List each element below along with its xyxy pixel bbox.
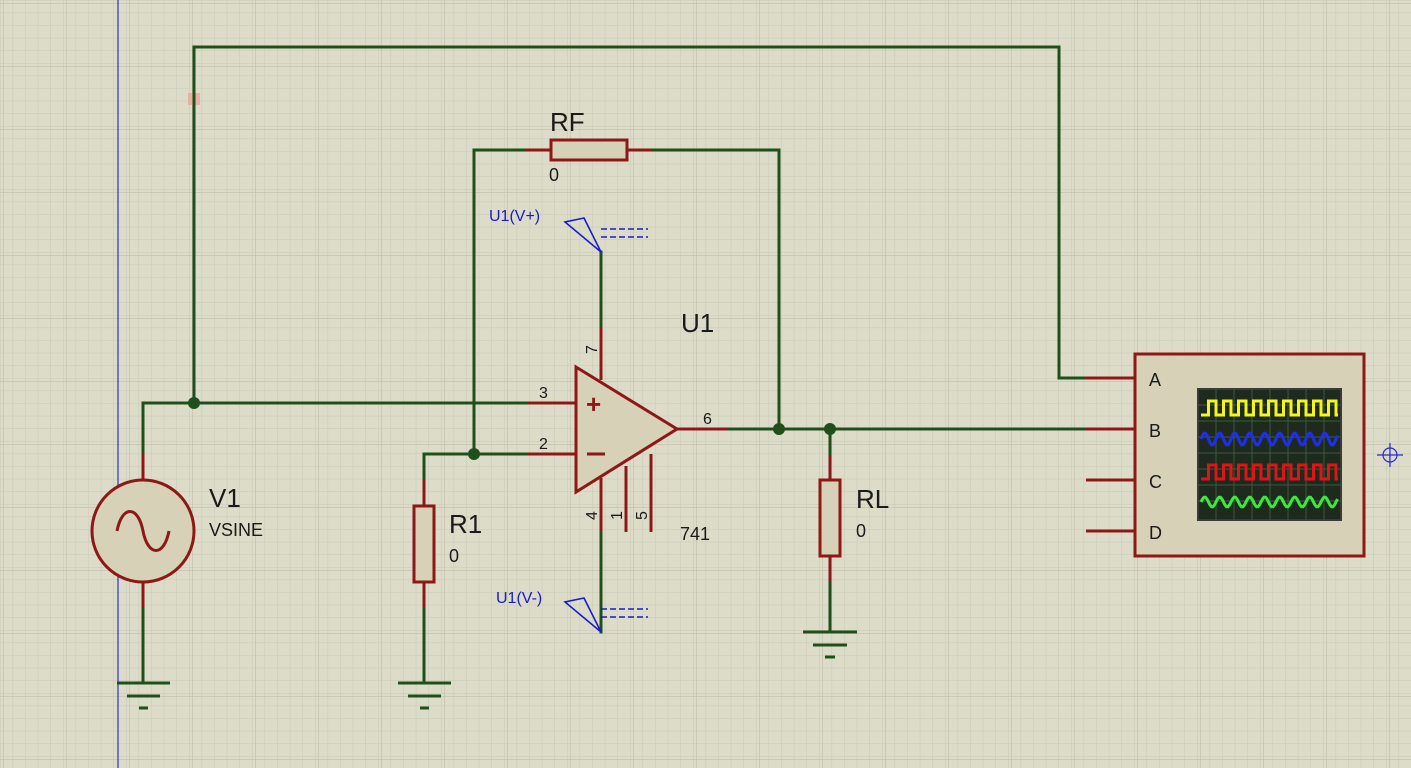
- junction-dot: [468, 448, 480, 460]
- probe-vplus[interactable]: U1(V+): [489, 208, 648, 253]
- pin-7-label: 7: [584, 345, 601, 354]
- scope-trace-blue: [1199, 431, 1339, 447]
- v1-name-label: V1: [209, 483, 241, 513]
- scope-trace-green: [1199, 495, 1339, 509]
- r1-name-label: R1: [449, 509, 482, 539]
- pin-2-label: 2: [539, 436, 548, 453]
- pin-4-label: 4: [584, 511, 601, 520]
- scope-channel-d-label: D: [1149, 523, 1162, 543]
- junctions: [188, 397, 836, 460]
- junction-dot: [188, 397, 200, 409]
- pin-3-label: 3: [539, 385, 548, 402]
- sine-wave-icon: [115, 510, 171, 552]
- resistor-rf[interactable]: RF 0: [526, 107, 652, 185]
- oscilloscope[interactable]: A B C D: [1086, 352, 1366, 558]
- pin-1-label: 1: [609, 511, 626, 520]
- scope-channel-c-label: C: [1149, 472, 1162, 492]
- scope-channel-a-label: A: [1149, 370, 1161, 390]
- u1-name-label: U1: [681, 308, 714, 338]
- u1-part-label: 741: [680, 524, 710, 544]
- sine-source-v1[interactable]: V1 VSINE: [90, 454, 263, 608]
- probe-vminus-label: U1(V-): [496, 590, 542, 607]
- rf-value-label: 0: [549, 165, 559, 185]
- r1-value-label: 0: [449, 546, 459, 566]
- junction-dot: [773, 423, 785, 435]
- wire-rf-left[interactable]: [472, 148, 528, 456]
- scope-trace-red: [1201, 463, 1338, 481]
- v1-type-label: VSINE: [209, 520, 263, 540]
- ground-symbol[interactable]: [117, 681, 170, 710]
- rf-name-label: RF: [550, 107, 585, 137]
- probe-vminus[interactable]: U1(V-): [496, 590, 648, 633]
- opamp-u1[interactable]: + U1 741 3 2 6 7 4 1 5: [527, 308, 728, 544]
- ground-symbol[interactable]: [803, 630, 857, 659]
- junction-dot: [824, 423, 836, 435]
- ground-symbol[interactable]: [398, 681, 451, 710]
- oscilloscope-screen-icon: [1197, 388, 1342, 521]
- rl-value-label: 0: [856, 521, 866, 541]
- wire-feedback-to-scope-a[interactable]: [192, 45, 1088, 405]
- wire-v1-to-noninverting[interactable]: [141, 401, 529, 456]
- scope-trace-yellow: [1201, 399, 1338, 417]
- wires: [141, 45, 1088, 685]
- resistor-rl[interactable]: RL 0: [818, 456, 889, 582]
- crosshair-cursor-icon: [1377, 443, 1403, 467]
- pin-6-label: 6: [703, 411, 712, 428]
- resistor-r1[interactable]: R1 0: [412, 480, 482, 608]
- scope-channel-b-label: B: [1149, 421, 1161, 441]
- probe-vplus-label: U1(V+): [489, 208, 540, 225]
- wire-rf-right[interactable]: [650, 148, 781, 431]
- plus-sign-icon: +: [586, 389, 601, 419]
- rl-name-label: RL: [856, 484, 889, 514]
- pin-5-label: 5: [634, 511, 651, 520]
